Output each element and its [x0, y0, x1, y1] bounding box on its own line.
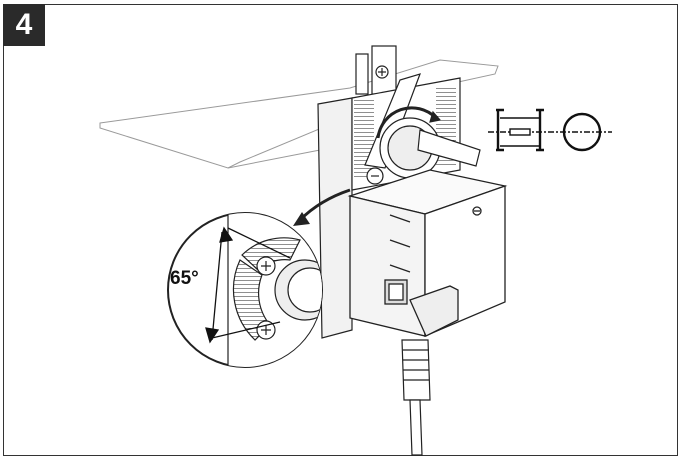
figure-frame — [3, 4, 678, 456]
actuator-body — [347, 169, 508, 337]
callout-arrowhead — [293, 212, 310, 226]
rotation-angle-label: 65° — [170, 268, 199, 289]
step-number-badge: 4 — [3, 4, 45, 46]
power-cable — [401, 339, 431, 456]
shaft-clamp — [364, 73, 481, 185]
rotation-symbol — [488, 108, 612, 152]
mounting-bracket — [355, 45, 397, 95]
